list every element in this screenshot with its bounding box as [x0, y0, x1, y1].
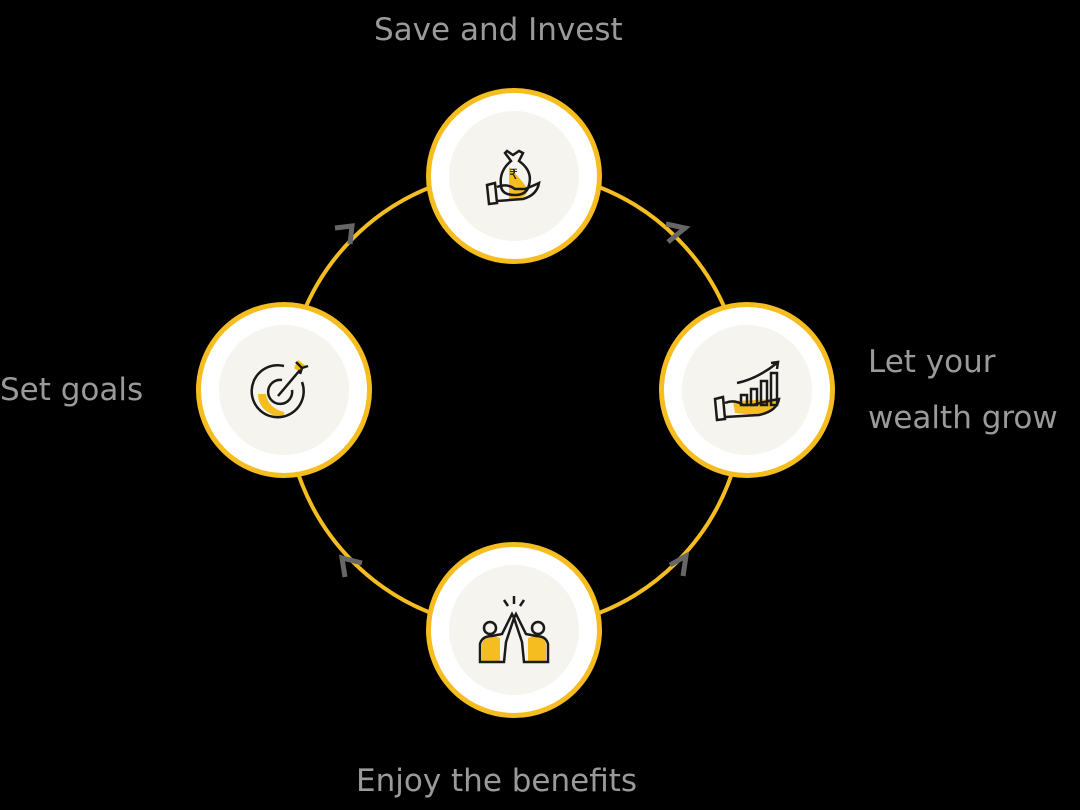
step-node-save-invest: ₹	[426, 88, 602, 264]
step-label-wealth-grow-1: Let your	[868, 344, 996, 380]
step-node-set-goals	[196, 302, 372, 478]
step-label-enjoy: Enjoy the benefits	[356, 763, 638, 799]
high-five-icon	[478, 596, 550, 664]
growth-chart-hand-icon	[713, 360, 781, 422]
arrow-chevron-icon	[668, 551, 690, 577]
step-node-enjoy	[426, 542, 602, 718]
arrow-chevron-icon	[338, 554, 363, 578]
svg-text:₹: ₹	[509, 167, 518, 183]
step-label-save-invest: Save and Invest	[374, 12, 623, 48]
target-arrow-icon	[250, 360, 309, 419]
step-label-wealth-grow-2: wealth grow	[868, 400, 1058, 436]
step-label-set-goals: Set goals	[0, 372, 144, 408]
arrow-chevron-icon	[665, 221, 691, 244]
step-node-wealth-grow	[659, 302, 835, 478]
money-bag-hand-icon: ₹	[485, 149, 541, 206]
arrow-chevron-icon	[334, 223, 355, 245]
